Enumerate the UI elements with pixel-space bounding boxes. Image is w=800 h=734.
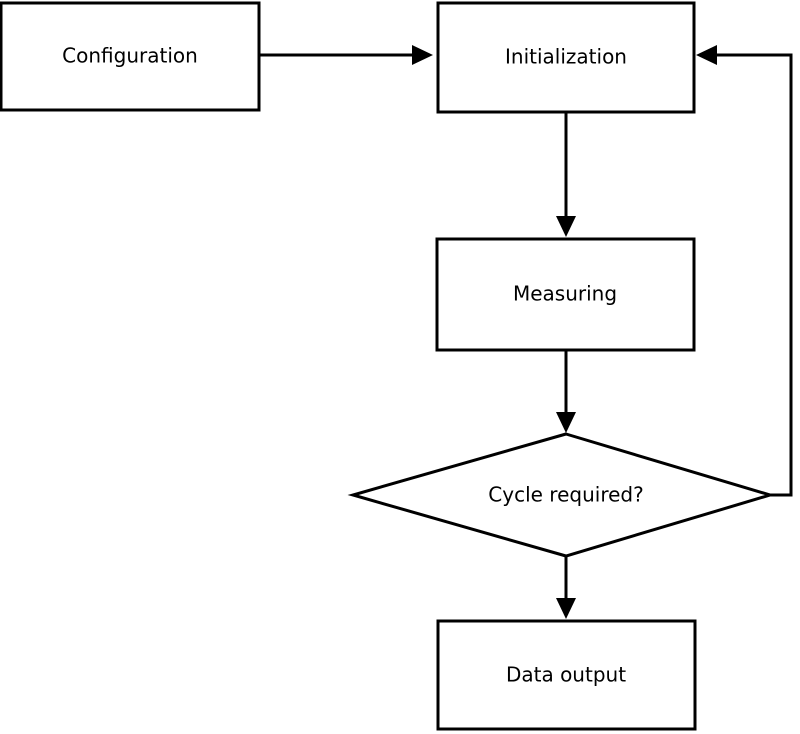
edge-cycle-required-to-data-output <box>556 556 576 619</box>
node-cycle-required[interactable]: Cycle required? <box>347 432 776 558</box>
arrowhead-icon-configuration-to-initialization <box>412 45 433 65</box>
node-label-configuration: Configuration <box>62 44 198 68</box>
edge-configuration-to-initialization <box>259 45 433 65</box>
edge-cycle-required-to-initialization-feedback <box>696 45 793 497</box>
node-label-cycle-required: Cycle required? <box>488 483 643 507</box>
node-measuring[interactable]: Measuring <box>435 237 696 352</box>
edge-initialization-to-measuring <box>556 112 576 237</box>
node-data-output[interactable]: Data output <box>436 619 697 731</box>
arrowhead-icon-cycle-required-to-data-output <box>556 598 576 619</box>
node-shape-cycle-required[interactable] <box>347 432 776 558</box>
arrowhead-icon-initialization-to-measuring <box>556 216 576 237</box>
node-initialization[interactable]: Initialization <box>436 1 696 114</box>
node-shape-measuring[interactable] <box>435 237 696 352</box>
node-label-initialization: Initialization <box>505 45 627 69</box>
arrowhead-icon-measuring-to-cycle-required <box>556 412 576 433</box>
node-shape-initialization[interactable] <box>436 1 696 114</box>
node-label-data-output: Data output <box>506 663 626 687</box>
arrowhead-icon-cycle-required-to-initialization-feedback <box>696 45 717 65</box>
edge-line-cycle-required-to-initialization-feedback <box>702 53 793 497</box>
node-shape-configuration[interactable] <box>0 1 261 112</box>
node-label-measuring: Measuring <box>513 282 617 306</box>
node-configuration[interactable]: Configuration <box>0 1 261 112</box>
edge-layer <box>259 45 793 619</box>
node-shape-data-output[interactable] <box>436 619 697 731</box>
node-layer: Configuration Initialization Measuring C… <box>0 1 776 731</box>
edge-measuring-to-cycle-required <box>556 350 576 433</box>
